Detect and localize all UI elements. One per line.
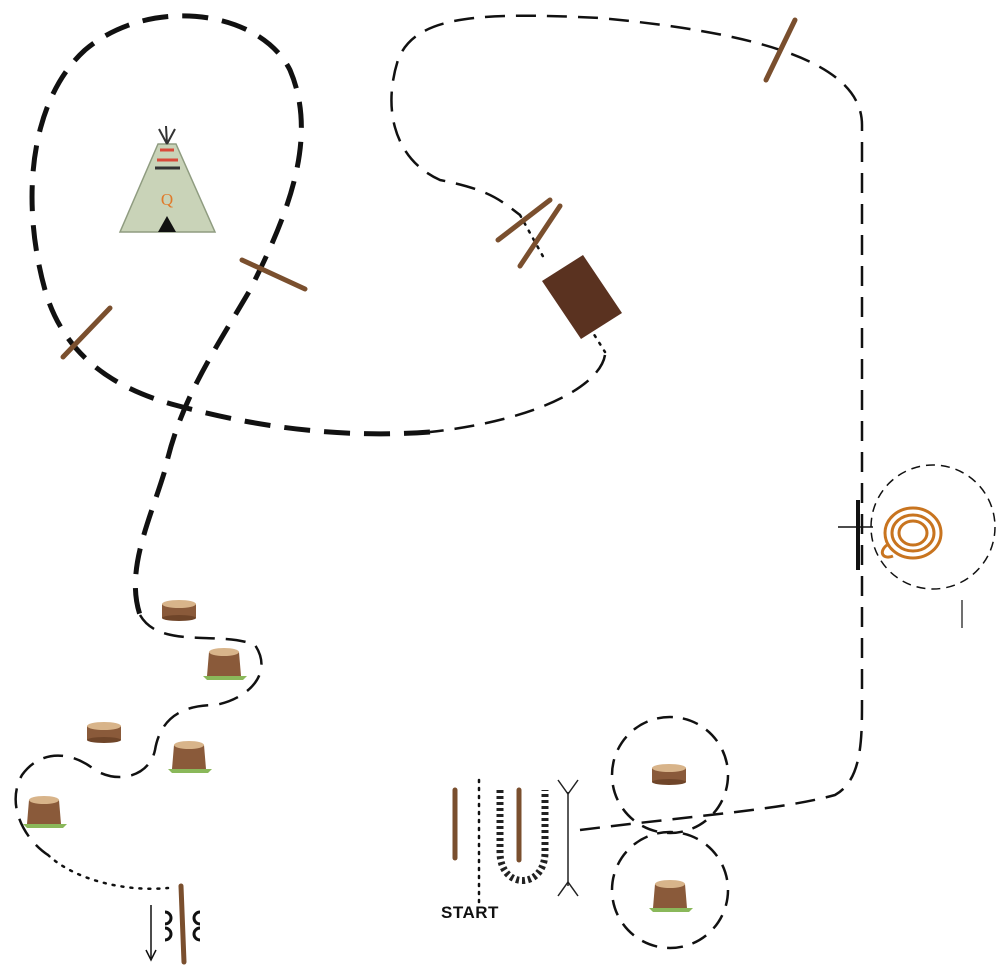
course-path-tipi-loop [29,13,431,616]
pole-tipi-left [60,305,113,360]
hoof-print-icon [164,910,201,942]
start-circle-lower [610,830,730,950]
rope-coil-icon [880,506,943,560]
tipi-letter: Q [161,190,173,209]
start-label: START [441,903,499,922]
finish-log-pole-icon [178,883,187,965]
tree-stump-icon [652,764,686,785]
course-path-stump-weave [14,614,263,857]
bridge-icon [495,197,622,339]
pole-top-right [763,17,798,83]
course-path-return [390,14,864,832]
tree-stump-icon [649,880,693,912]
tree-stump-icon [162,600,196,621]
finish-arrow-icon [145,905,157,962]
tree-stump-icon [168,741,212,773]
pole-tipi-right [239,257,308,292]
tree-stump-icon [203,648,247,680]
tree-stump-icon [23,796,67,828]
course-path-lower-sweep [429,354,607,434]
start-gate-icon [452,778,579,907]
rope-circle [870,464,996,590]
tipi-icon: Q [118,125,217,233]
course-path-finish-dots [46,853,170,890]
tree-stump-icon [87,722,121,743]
rope-gate-marker [838,500,963,628]
